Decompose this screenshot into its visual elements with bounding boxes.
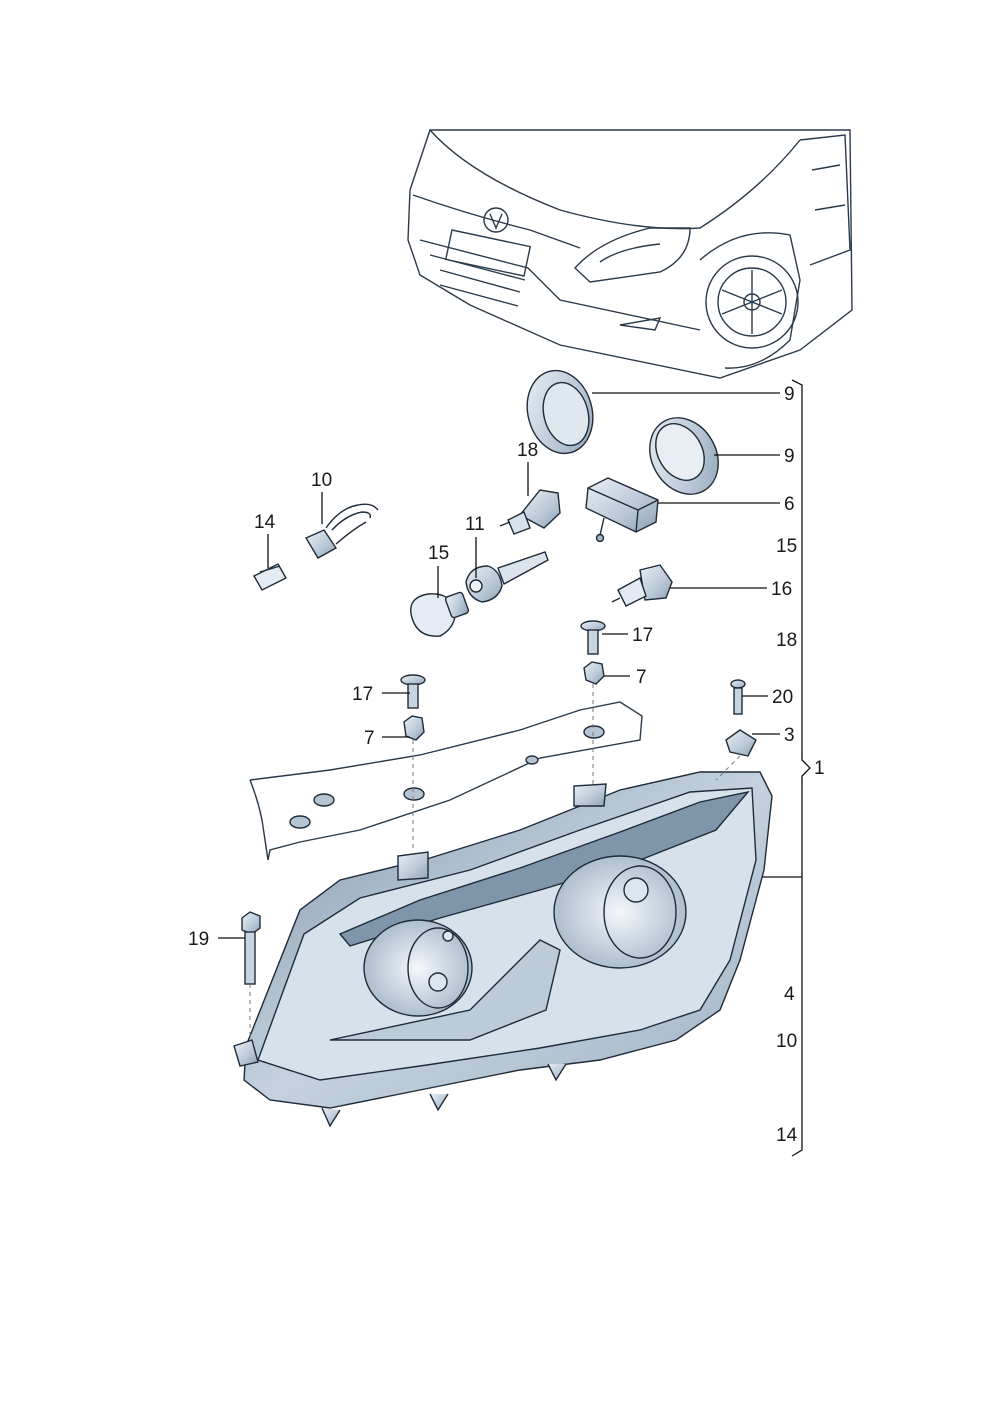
cap-lower [649, 417, 719, 495]
mounting-bracket [249, 701, 643, 861]
leader-lines [218, 379, 811, 1157]
headlight-housing [233, 771, 773, 1128]
screw-17-left [400, 674, 426, 709]
clip-3 [725, 729, 757, 757]
callout-9-lower: 9 [784, 446, 795, 467]
callout-18: 18 [517, 440, 538, 461]
screw-17-right [580, 620, 606, 655]
bulb-socket-10 [304, 503, 379, 559]
callout-7-right: 7 [636, 667, 647, 688]
assembly-guide-lines [249, 684, 741, 1040]
bolt-19 [241, 911, 261, 985]
callout-14-list: 14 [776, 1125, 798, 1146]
callout-14: 14 [254, 512, 276, 533]
screw-20 [730, 679, 746, 715]
callout-15-list: 15 [776, 536, 797, 557]
callout-labels: 9 9 6 15 16 18 20 3 1 4 10 14 10 14 18 1… [188, 384, 825, 1146]
callout-1: 1 [814, 758, 825, 779]
callout-3: 3 [784, 725, 795, 746]
callout-18-list: 18 [776, 630, 797, 651]
vehicle-overview-illustration [407, 129, 853, 379]
bulb-18 [499, 489, 561, 535]
callout-6: 6 [784, 494, 795, 515]
callout-9-upper: 9 [784, 384, 795, 405]
callout-10: 10 [311, 470, 332, 491]
callout-10-list: 10 [776, 1031, 797, 1052]
callout-15: 15 [428, 543, 449, 564]
cap-upper [526, 369, 594, 455]
bulb-11 [465, 551, 549, 603]
callout-17-left: 17 [352, 684, 373, 705]
callout-17-right: 17 [632, 625, 653, 646]
nut-7-right [583, 661, 605, 685]
callout-19: 19 [188, 929, 209, 950]
bulb-15 [410, 591, 470, 637]
callout-11: 11 [465, 514, 485, 535]
range-control-motor [585, 477, 659, 543]
bulb-14 [253, 563, 287, 591]
callout-7-left: 7 [364, 728, 375, 749]
callout-4: 4 [784, 984, 795, 1005]
callout-16: 16 [771, 579, 792, 600]
callout-20: 20 [772, 687, 793, 708]
bulb-16 [611, 564, 673, 607]
nut-7-left [403, 715, 425, 741]
